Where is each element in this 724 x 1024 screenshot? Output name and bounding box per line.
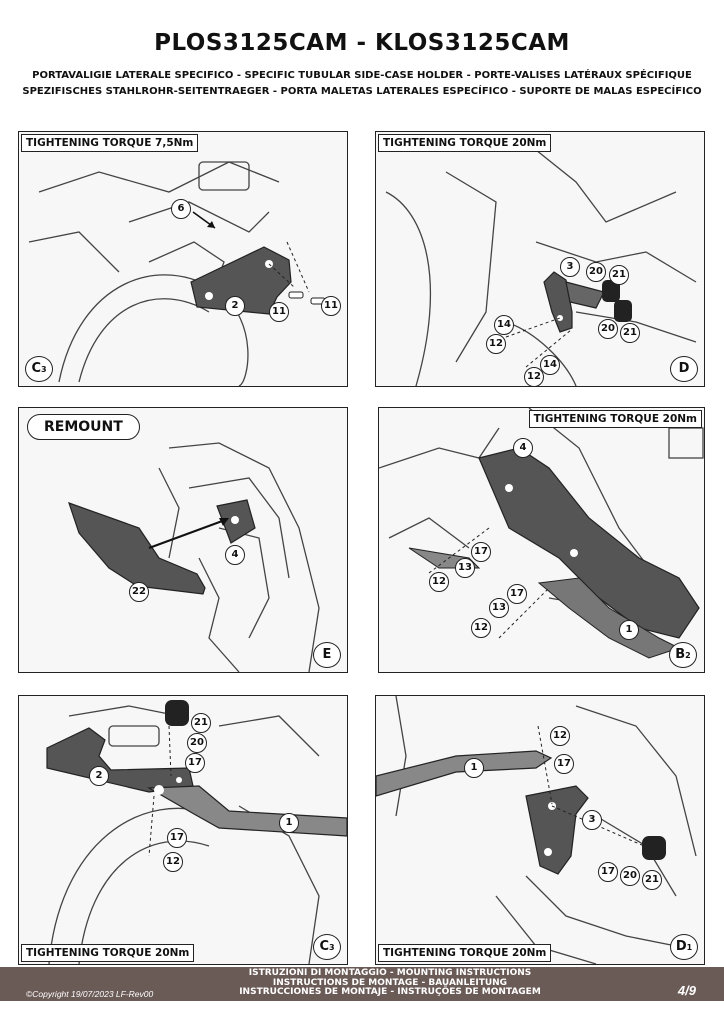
callout-part-12: 12 <box>524 367 544 386</box>
callout-part-17: 17 <box>185 753 205 773</box>
callout-part-17: 17 <box>507 584 527 604</box>
callout-part-21: 21 <box>620 323 640 343</box>
callout-part-1: 1 <box>464 758 484 778</box>
callout-part-20: 20 <box>586 262 606 282</box>
panel-label-letter: E <box>322 647 332 662</box>
panel-d-drawing <box>385 141 697 386</box>
panel-label: E <box>313 642 341 668</box>
subtitle-line-2: SPEZIFISCHES STAHLROHR-SEITENTRAEGER - P… <box>22 86 702 97</box>
torque-label: TIGHTENING TORQUE 20Nm <box>378 944 552 962</box>
panel-label: D <box>670 356 698 382</box>
copyright: ©Copyright 19/07/2023 LF-Rev00 <box>26 989 154 999</box>
panel-label: C3 <box>313 934 341 960</box>
panel-label-letter: B <box>675 647 686 662</box>
subtitle-line-1: PORTAVALIGIE LATERALE SPECIFICO - SPECIF… <box>32 70 692 81</box>
callout-part-21: 21 <box>191 713 211 733</box>
callout-part-2: 2 <box>89 766 109 786</box>
callout-part-22: 22 <box>129 582 149 602</box>
callout-part-12: 12 <box>471 618 491 638</box>
callout-part-12: 12 <box>486 334 506 354</box>
callout-part-21: 21 <box>642 870 662 890</box>
page-number: 4/9 <box>677 983 696 998</box>
panel-label-sub: 3 <box>40 365 47 374</box>
callout-part-17: 17 <box>554 754 574 774</box>
callout-part-14: 14 <box>540 355 560 375</box>
panel-b2-drawing <box>379 408 704 659</box>
panel-c3-top-drawing <box>28 161 326 386</box>
callout-part-20: 20 <box>620 866 640 886</box>
callout-part-20: 20 <box>187 733 207 753</box>
panel-b2: TIGHTENING TORQUE 20Nm 4 17 13 12 17 13 … <box>378 407 705 673</box>
document-title: PLOS3125CAM - KLOS3125CAM <box>154 30 570 56</box>
footer-line-3: INSTRUCCIONES DE MONTAJE - INSTRUÇÕES DE… <box>239 987 541 997</box>
panel-label-letter: C <box>31 361 41 376</box>
callout-part-2: 2 <box>225 296 245 316</box>
torque-label: TIGHTENING TORQUE 7,5Nm <box>21 134 199 152</box>
callout-part-17: 17 <box>598 862 618 882</box>
panel-e-drawing <box>68 442 320 672</box>
callout-part-4: 4 <box>225 545 245 565</box>
callout-part-13: 13 <box>455 558 475 578</box>
panel-label: D1 <box>670 934 698 960</box>
callout-part-11: 11 <box>321 296 341 316</box>
panel-label-letter: D <box>678 361 690 376</box>
callout-part-14: 14 <box>494 315 514 335</box>
callout-part-3: 3 <box>560 257 580 277</box>
footer-bar: ISTRUZIONI DI MONTAGGIO - MOUNTING INSTR… <box>0 967 724 1001</box>
panel-d1: TIGHTENING TORQUE 20Nm 12 1 17 3 17 20 2… <box>375 695 705 965</box>
panel-d: TIGHTENING TORQUE 20Nm 3 20 21 14 12 20 … <box>375 131 705 387</box>
callout-part-13: 13 <box>489 598 509 618</box>
callout-part-4: 4 <box>513 438 533 458</box>
callout-part-12: 12 <box>550 726 570 746</box>
callout-part-20: 20 <box>598 319 618 339</box>
callout-part-1: 1 <box>279 813 299 833</box>
callout-part-11: 11 <box>269 302 289 322</box>
panel-c3-bottom: TIGHTENING TORQUE 20Nm 21 20 17 2 1 17 1… <box>18 695 348 965</box>
panel-label: C3 <box>25 356 53 382</box>
torque-label: TIGHTENING TORQUE 20Nm <box>528 410 702 428</box>
remount-label: REMOUNT <box>27 414 140 440</box>
callout-part-3: 3 <box>582 810 602 830</box>
callout-part-12: 12 <box>429 572 449 592</box>
footer-text: ISTRUZIONI DI MONTAGGIO - MOUNTING INSTR… <box>200 968 580 998</box>
callout-part-12: 12 <box>163 852 183 872</box>
panel-label-letter: C <box>319 939 329 954</box>
panel-label-letter: D <box>675 939 687 954</box>
panel-label-sub: 3 <box>328 943 335 952</box>
panel-e: REMOUNT 4 22 E <box>18 407 348 673</box>
panel-c3-top: TIGHTENING TORQUE 7,5Nm 6 2 11 11 C3 <box>18 131 348 387</box>
callout-part-17: 17 <box>167 828 187 848</box>
panel-label: B2 <box>669 642 697 668</box>
panel-label-sub: 2 <box>685 651 691 660</box>
panel-d1-drawing <box>376 696 697 964</box>
footer-line-2: INSTRUCTIONS DE MONTAGE - BAUANLEITUNG <box>272 977 508 988</box>
callout-part-1: 1 <box>619 620 639 640</box>
callout-part-21: 21 <box>609 265 629 285</box>
torque-label: TIGHTENING TORQUE 20Nm <box>21 944 195 962</box>
panel-label-sub: 1 <box>686 943 693 952</box>
callout-part-6: 6 <box>171 199 191 219</box>
footer-line-1: ISTRUZIONI DI MONTAGGIO - MOUNTING INSTR… <box>248 968 532 978</box>
callout-part-17: 17 <box>471 542 491 562</box>
torque-label: TIGHTENING TORQUE 20Nm <box>378 134 552 152</box>
